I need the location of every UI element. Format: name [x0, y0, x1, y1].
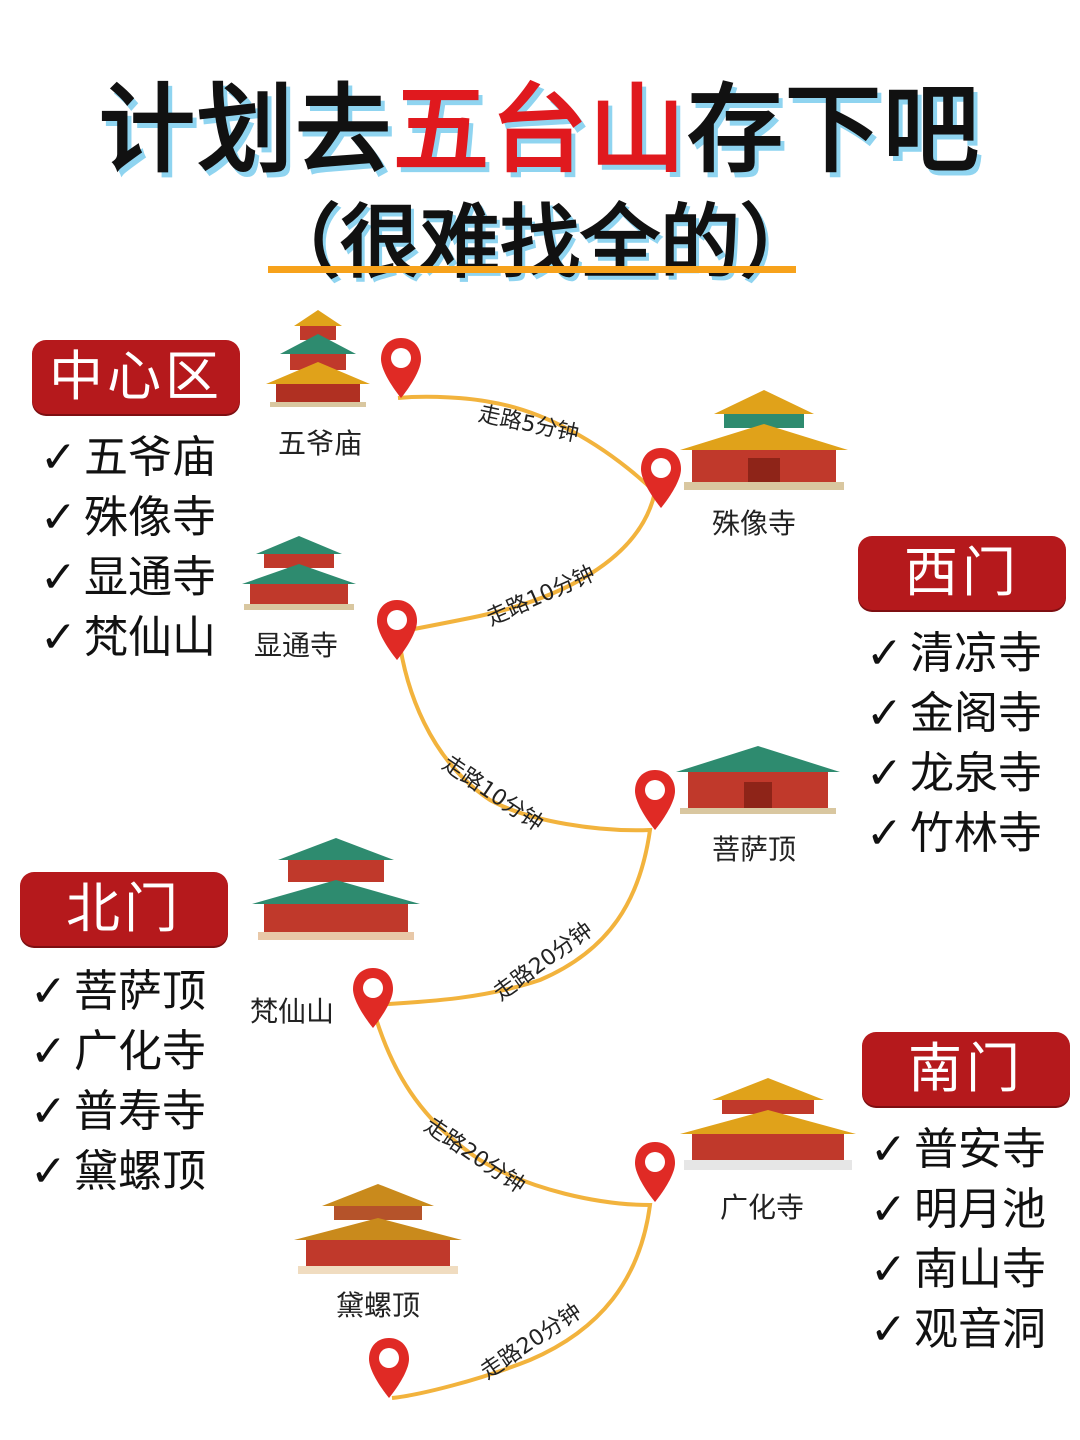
section-badge-north: 北门 — [20, 872, 228, 946]
temple-icon — [242, 536, 356, 610]
check-icon: ✓ — [866, 808, 903, 859]
section-list-south: ✓普安寺 ✓明月池 ✓南山寺 ✓观音洞 — [870, 1120, 1046, 1360]
map-pin-icon — [353, 968, 393, 1028]
place-label: 黛螺顶 — [336, 1289, 421, 1322]
list-item: ✓显通寺 — [40, 548, 216, 608]
check-icon: ✓ — [866, 628, 903, 679]
place-label: 殊像寺 — [712, 507, 797, 540]
map-pin-icon — [381, 338, 421, 398]
check-icon: ✓ — [40, 612, 77, 663]
list-item: ✓殊像寺 — [40, 488, 216, 548]
check-icon: ✓ — [30, 1086, 67, 1137]
place-label: 五爷庙 — [278, 427, 363, 460]
check-icon: ✓ — [870, 1304, 907, 1355]
place-label: 梵仙山 — [250, 995, 335, 1028]
check-icon: ✓ — [870, 1124, 907, 1175]
list-item: ✓梵仙山 — [40, 608, 216, 668]
temple-icon — [676, 746, 840, 814]
map-pin-icon — [641, 448, 681, 508]
place-label: 显通寺 — [254, 629, 339, 662]
check-icon: ✓ — [866, 748, 903, 799]
temple-icon — [266, 310, 370, 407]
place-label: 菩萨顶 — [712, 833, 797, 866]
page-subtitle: （很难找全的） — [260, 196, 820, 289]
temple-icon — [680, 1078, 856, 1170]
title-highlight: 五台山 — [393, 74, 687, 186]
check-icon: ✓ — [30, 1026, 67, 1077]
check-icon: ✓ — [30, 966, 67, 1017]
temple-icon — [252, 838, 420, 940]
list-item: ✓黛螺顶 — [30, 1142, 206, 1202]
map-pin-icon — [369, 1338, 409, 1398]
check-icon: ✓ — [30, 1146, 67, 1197]
title-part2: 存下吧 — [687, 74, 981, 186]
check-icon: ✓ — [40, 552, 77, 603]
map-pin-icon — [377, 600, 417, 660]
list-item: ✓广化寺 — [30, 1022, 206, 1082]
section-badge-west: 西门 — [858, 536, 1066, 610]
section-list-west: ✓清凉寺 ✓金阁寺 ✓龙泉寺 ✓竹林寺 — [866, 624, 1042, 864]
check-icon: ✓ — [870, 1244, 907, 1295]
list-item: ✓南山寺 — [870, 1240, 1046, 1300]
check-icon: ✓ — [870, 1184, 907, 1235]
section-list-north: ✓菩萨顶 ✓广化寺 ✓普寿寺 ✓黛螺顶 — [30, 962, 206, 1202]
list-item: ✓普寿寺 — [30, 1082, 206, 1142]
section-badge-south: 南门 — [862, 1032, 1070, 1106]
section-badge-center: 中心区 — [32, 340, 240, 414]
map-pin-icon — [635, 770, 675, 830]
list-item: ✓菩萨顶 — [30, 962, 206, 1022]
title-part1: 计划去 — [99, 74, 393, 186]
list-item: ✓五爷庙 — [40, 428, 216, 488]
check-icon: ✓ — [40, 432, 77, 483]
map-pin-icon — [635, 1142, 675, 1202]
subtitle-underline — [268, 266, 796, 273]
place-label: 广化寺 — [720, 1191, 805, 1224]
list-item: ✓清凉寺 — [866, 624, 1042, 684]
list-item: ✓龙泉寺 — [866, 744, 1042, 804]
list-item: ✓竹林寺 — [866, 804, 1042, 864]
list-item: ✓观音洞 — [870, 1300, 1046, 1360]
temple-icon — [294, 1184, 462, 1274]
section-list-center: ✓五爷庙 ✓殊像寺 ✓显通寺 ✓梵仙山 — [40, 428, 216, 668]
check-icon: ✓ — [40, 492, 77, 543]
list-item: ✓金阁寺 — [866, 684, 1042, 744]
list-item: ✓普安寺 — [870, 1120, 1046, 1180]
check-icon: ✓ — [866, 688, 903, 739]
temple-icon — [680, 390, 848, 490]
page-title: 计划去五台山存下吧 — [0, 52, 1080, 191]
list-item: ✓明月池 — [870, 1180, 1046, 1240]
